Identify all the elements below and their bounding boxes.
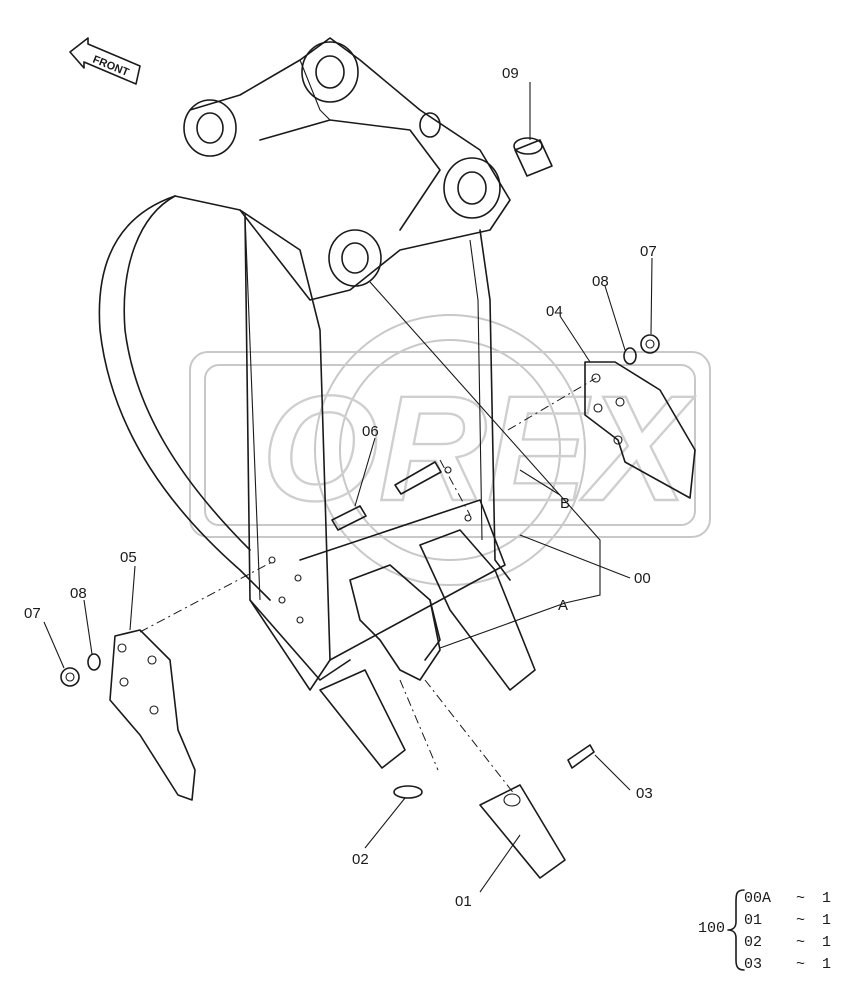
tooth-point-part: [479, 784, 566, 879]
watermark-logo: OREX: [189, 314, 711, 586]
label-07-right: 07: [640, 243, 657, 260]
watermark-text: OREX: [262, 364, 695, 532]
label-00: 00: [634, 570, 651, 587]
kit-row: 00A ~ 1: [744, 890, 831, 907]
nuts-washers: [60, 334, 660, 687]
lock-pin-part: [567, 744, 595, 769]
kit-qty: 1: [822, 890, 832, 907]
kit-sep: ~: [796, 956, 806, 973]
label-08-right: 08: [592, 273, 609, 290]
label-08-left: 08: [70, 585, 87, 602]
bucket-teeth: [319, 529, 536, 769]
kit-row: 01 ~ 1: [744, 912, 831, 929]
kit-part: 00A: [744, 890, 772, 907]
kit-part: 02: [744, 934, 763, 951]
kit-qty: 1: [822, 912, 832, 929]
side-cutter-right: [584, 361, 696, 499]
lock-washer-part: [393, 785, 423, 799]
kit-part: 01: [744, 912, 763, 929]
label-07-left: 07: [24, 605, 41, 622]
label-09: 09: [502, 65, 519, 82]
part-labels: 00 01 02 03 04 05 06 07 07 08 08 09 A B: [24, 65, 657, 910]
label-06: 06: [362, 423, 379, 440]
bolt-parts: [331, 461, 442, 531]
bushing-part: [513, 137, 553, 177]
label-05: 05: [120, 549, 137, 566]
kit-sep: ~: [796, 934, 806, 951]
label-a: A: [558, 597, 568, 614]
leader-lines: [43, 82, 653, 893]
side-cutter-left: [109, 629, 196, 801]
label-01: 01: [455, 893, 472, 910]
kit-sep: ~: [796, 890, 806, 907]
label-02: 02: [352, 851, 369, 868]
kit-part: 03: [744, 956, 763, 973]
label-04: 04: [546, 303, 563, 320]
kit-number: 100: [698, 920, 726, 937]
kit-row: 02 ~ 1: [744, 934, 831, 951]
kit-brace: [727, 889, 745, 971]
kit-qty: 1: [822, 956, 832, 973]
kit-sep: ~: [796, 912, 806, 929]
bucket-body: [98, 37, 511, 691]
kit-qty: 1: [822, 934, 832, 951]
front-arrow-icon: FRONT: [69, 37, 141, 85]
label-b: B: [560, 495, 570, 512]
kit-row: 03 ~ 1: [744, 956, 831, 973]
assembly-lines: [139, 377, 597, 796]
label-03: 03: [636, 785, 653, 802]
front-label: FRONT: [91, 54, 131, 79]
